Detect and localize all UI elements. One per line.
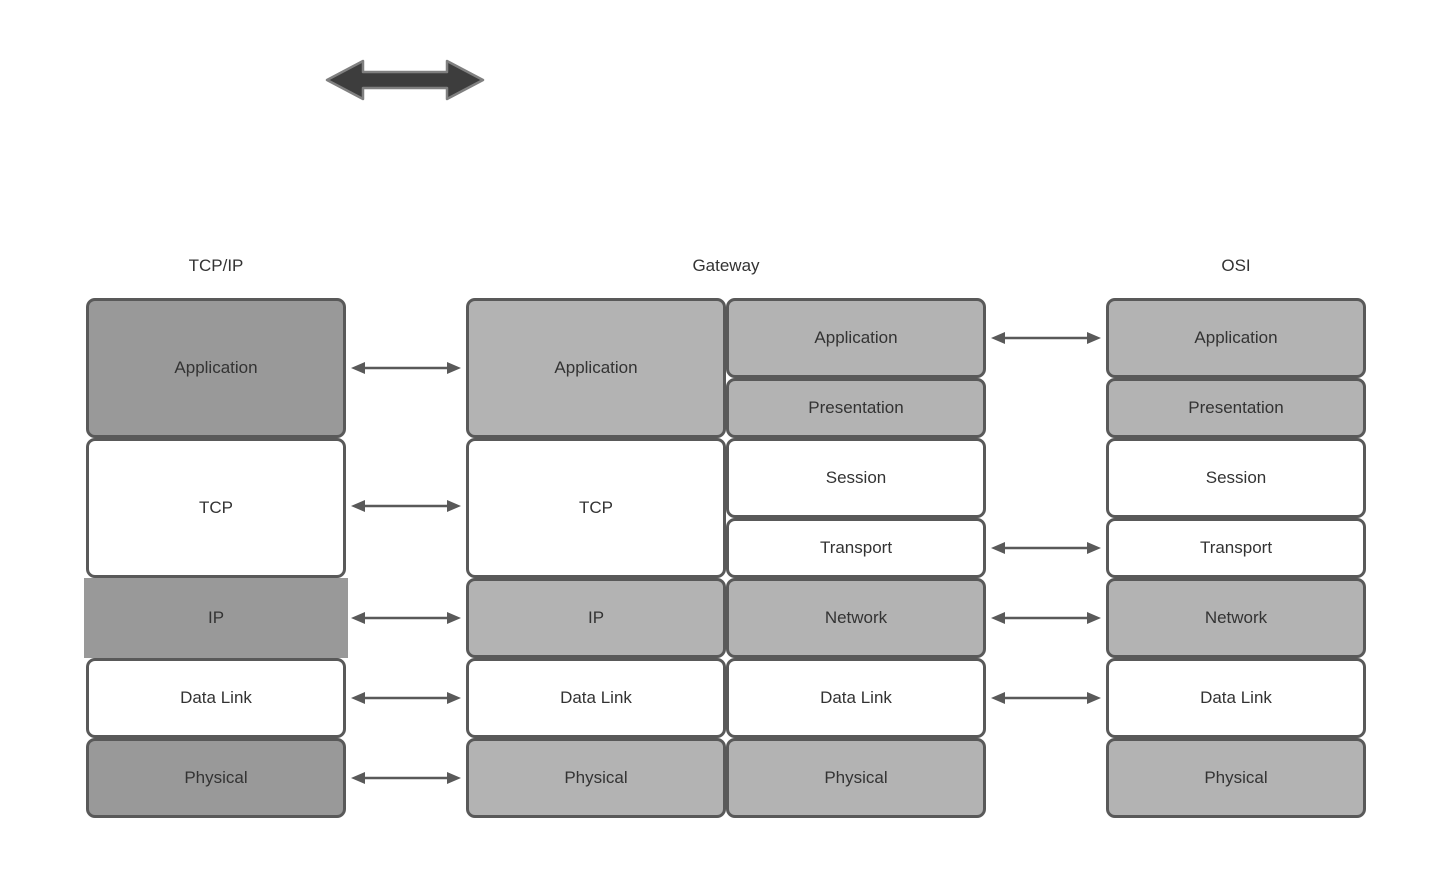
double-arrow-gateway-osi-application bbox=[990, 330, 1102, 346]
tcpip-layer-physical: Physical bbox=[86, 738, 346, 818]
osi-stack-title: OSI bbox=[1221, 256, 1251, 275]
gateway-right-layer-application: Application bbox=[726, 298, 986, 378]
gateway-stack-title: Gateway bbox=[692, 256, 760, 275]
gateway-right-layer-presentation: Presentation bbox=[726, 378, 986, 438]
gateway-right-layer-network: Network bbox=[726, 578, 986, 658]
double-arrow-tcpip-gateway-ip bbox=[350, 610, 462, 626]
osi-layer-transport: Transport bbox=[1106, 518, 1366, 578]
gateway-left-layer-data-link: Data Link bbox=[466, 658, 726, 738]
tcpip-layer-data-link: Data Link bbox=[86, 658, 346, 738]
gateway-right-layer-physical: Physical bbox=[726, 738, 986, 818]
gateway-right-layer-session: Session bbox=[726, 438, 986, 518]
double-arrow-tcpip-gateway-data-link bbox=[350, 690, 462, 706]
osi-layer-application: Application bbox=[1106, 298, 1366, 378]
tcpip-stack-title: TCP/IP bbox=[188, 256, 244, 275]
double-arrow-tcpip-gateway-physical bbox=[350, 770, 462, 786]
gateway-left-layer-tcp: TCP bbox=[466, 438, 726, 578]
gateway-left-layer-physical: Physical bbox=[466, 738, 726, 818]
double-arrow-gateway-osi-transport bbox=[990, 540, 1102, 556]
double-arrow-tcpip-gateway-tcp bbox=[350, 498, 462, 514]
gateway-left-layer-ip: IP bbox=[466, 578, 726, 658]
tcpip-layer-application: Application bbox=[86, 298, 346, 438]
double-arrow-tcpip-gateway-application bbox=[350, 360, 462, 376]
gateway-right-layer-transport: Transport bbox=[726, 518, 986, 578]
double-arrow-gateway-osi-network bbox=[990, 610, 1102, 626]
osi-layer-session: Session bbox=[1106, 438, 1366, 518]
osi-layer-physical: Physical bbox=[1106, 738, 1366, 818]
gateway-right-layer-data-link: Data Link bbox=[726, 658, 986, 738]
horizontal-double-arrow-shape bbox=[325, 58, 485, 102]
double-arrow-gateway-osi-data-link bbox=[990, 690, 1102, 706]
gateway-left-layer-application: Application bbox=[466, 298, 726, 438]
tcpip-layer-ip: IP bbox=[84, 578, 348, 658]
osi-layer-presentation: Presentation bbox=[1106, 378, 1366, 438]
tcpip-layer-tcp: TCP bbox=[86, 438, 346, 578]
osi-layer-network: Network bbox=[1106, 578, 1366, 658]
osi-layer-data-link: Data Link bbox=[1106, 658, 1366, 738]
